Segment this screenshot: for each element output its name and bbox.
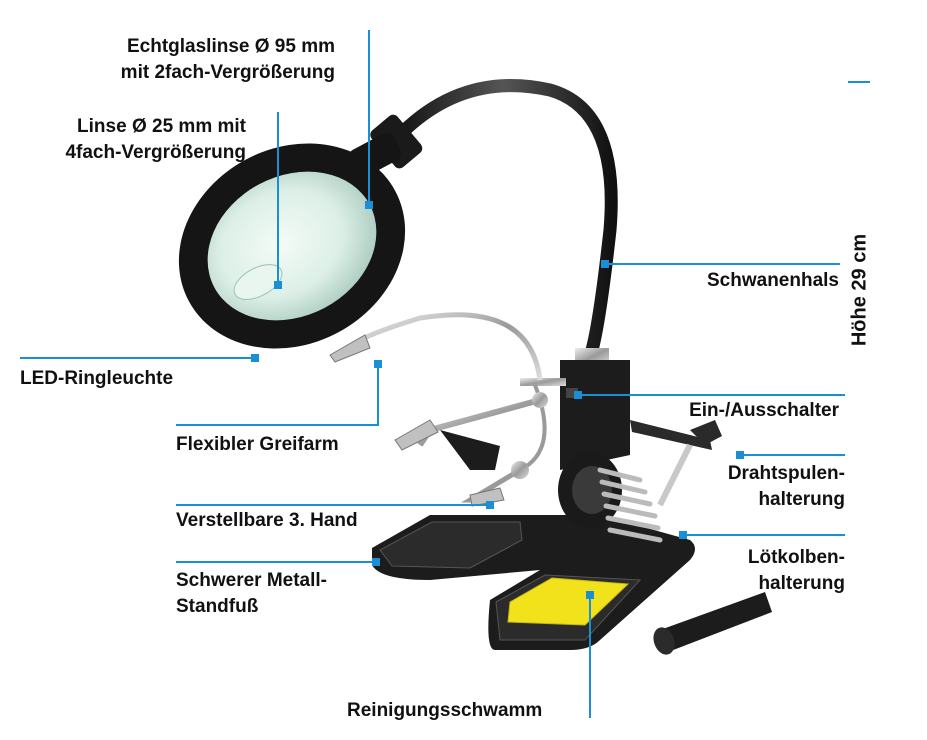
label-drahtspulen-line2: halterung [758,489,845,510]
label-schalter: Ein-/Ausschalter [689,400,839,421]
label-echtglaslinse-line2: mit 2fach-Vergrößerung [120,62,335,83]
magnifier [178,132,406,349]
label-drahtspulen-line1: Drahtspulen- [727,463,845,484]
label-standfuss-line2: Standfuß [176,596,259,617]
label-loetkolben-line2: halterung [758,573,845,594]
label-linse-line2: 4fach-Vergrößerung [65,142,246,163]
label-greifarm: Flexibler Greifarm [176,434,339,455]
label-echtglaslinse: Echtglaslinse Ø 95 mm mit 2fach-Vergröße… [121,34,335,86]
helping-hand [329,312,566,507]
label-linse: Linse Ø 25 mm mit 4fach-Vergrößerung [65,114,246,166]
spare-handle [653,592,772,655]
callout-greifarm [176,364,379,426]
label-led: LED-Ringleuchte [20,368,174,389]
label-linse-line1: Linse Ø 25 mm mit [77,116,246,137]
iron-holder [558,443,693,543]
label-hand: Verstellbare 3. Hand [176,510,358,531]
label-loetkolben-line1: Lötkolben- [747,547,845,568]
label-schwanenhals: Schwanenhals [707,270,839,291]
callout-dots [251,201,744,599]
label-hoehe: Höhe 29 cm [848,233,871,347]
label-echtglaslinse-line1: Echtglaslinse Ø 95 mm [126,36,335,57]
label-loetkolben: Lötkolben- halterung [748,545,845,597]
gooseneck [388,79,618,357]
label-standfuss-line1: Schwerer Metall- [176,570,327,591]
callout-lines [20,30,870,718]
label-drahtspulen: Drahtspulen- halterung [728,461,845,513]
label-schwamm: Reinigungsschwamm [347,700,543,721]
sponge [507,577,630,626]
label-standfuss: Schwerer Metall- Standfuß [176,568,327,620]
tower [560,348,722,470]
